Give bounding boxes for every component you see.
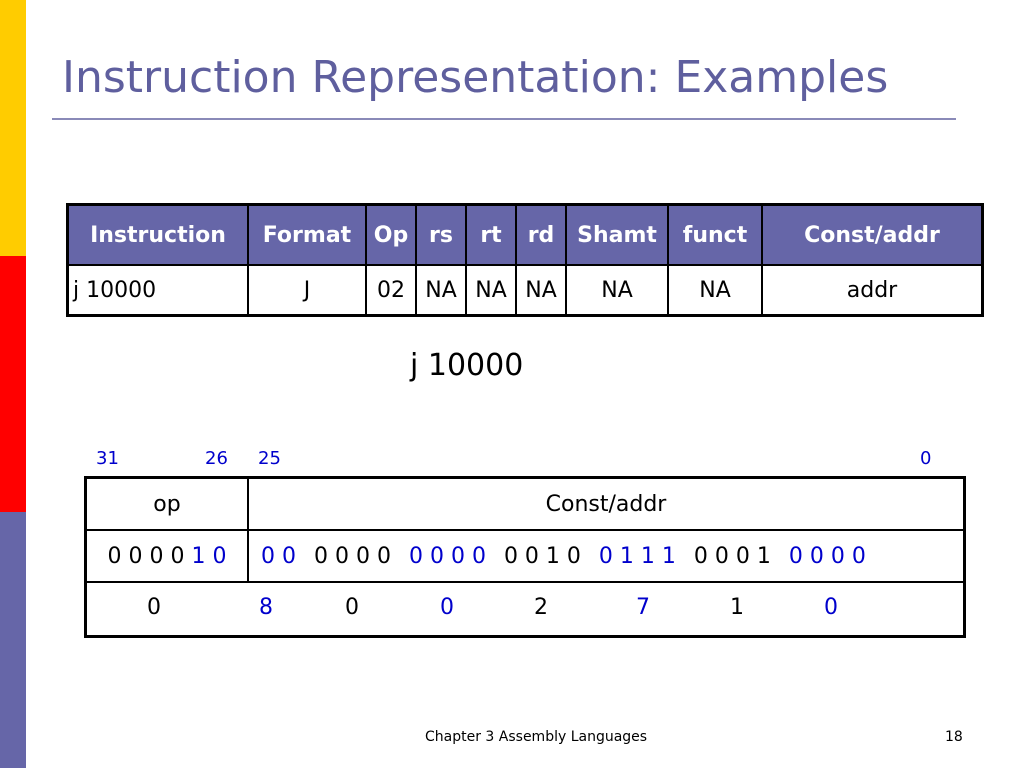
cell-format: J: [247, 264, 367, 317]
bit-number-25: 25: [258, 448, 281, 469]
addr-group-5: 0 1 1 1: [598, 543, 676, 569]
table-row: j 10000 J 02 NA NA NA NA NA addr: [66, 264, 984, 317]
hex-digit-3: 0: [345, 595, 359, 620]
header-rt: rt: [465, 203, 517, 266]
hex-cell: 0 8 0 0 2 7 1 0: [84, 581, 966, 638]
header-funct: funct: [667, 203, 763, 266]
cell-op: 02: [365, 264, 417, 317]
encoding-bits-row: 0 0 0 0 1 0 0 0 0 0 0 0 0 0 0 0 0 0 1 0 0 1 …: [84, 529, 966, 583]
title-underline: [52, 118, 956, 120]
instruction-example: j 10000: [410, 348, 524, 383]
encoding-field-row: op Const/addr: [84, 476, 966, 531]
header-rd: rd: [515, 203, 567, 266]
hex-digit-5: 2: [534, 595, 548, 620]
hex-digits: 0 8 0 0 2 7 1 0: [87, 583, 963, 635]
cell-funct: NA: [667, 264, 763, 317]
hex-digit-2: 8: [259, 595, 273, 620]
header-shamt: Shamt: [565, 203, 669, 266]
cell-rs: NA: [415, 264, 467, 317]
hex-digit-8: 0: [824, 595, 838, 620]
instruction-table: Instruction Format Op rs rt rd Shamt fun…: [66, 203, 984, 317]
addr-group-6: 0 0 0 1: [693, 543, 771, 569]
hex-digit-4: 0: [440, 595, 454, 620]
bit-number-26: 26: [205, 448, 228, 469]
slide-title: Instruction Representation: Examples: [62, 52, 889, 103]
encoding-hex-row: 0 8 0 0 2 7 1 0: [84, 581, 966, 638]
op-bits: 0 0 0 0 1 0: [84, 529, 249, 583]
cell-rd: NA: [515, 264, 567, 317]
hex-digit-1: 0: [147, 595, 161, 620]
side-bar-red: [0, 256, 26, 512]
op-bits-low: 1 0: [191, 543, 227, 569]
header-op: Op: [365, 203, 417, 266]
hex-digit-6: 7: [636, 595, 650, 620]
footer-chapter: Chapter 3 Assembly Languages: [425, 729, 648, 745]
bit-number-31: 31: [96, 448, 119, 469]
header-const-addr: Const/addr: [761, 203, 984, 266]
addr-group-2: 0 0 0 0: [314, 543, 391, 569]
field-const-addr: Const/addr: [247, 476, 966, 531]
cell-instruction: j 10000: [66, 264, 249, 317]
header-rs: rs: [415, 203, 467, 266]
side-bar-blue: [0, 512, 26, 768]
addr-group-1: 0 0: [261, 543, 296, 569]
hex-digit-7: 1: [730, 595, 744, 620]
cell-rt: NA: [465, 264, 517, 317]
cell-const-addr: addr: [761, 264, 984, 317]
field-op: op: [84, 476, 249, 531]
cell-shamt: NA: [565, 264, 669, 317]
instruction-table-header: Instruction Format Op rs rt rd Shamt fun…: [66, 203, 984, 266]
page-number: 18: [945, 729, 963, 745]
addr-group-3: 0 0 0 0: [408, 543, 486, 569]
header-instruction: Instruction: [66, 203, 249, 266]
addr-bits: 0 0 0 0 0 0 0 0 0 0 0 0 1 0 0 1 1 1 0 0 0 1 0 …: [247, 529, 966, 583]
bit-number-0: 0: [920, 448, 932, 469]
op-bits-high: 0 0 0 0: [107, 543, 185, 569]
addr-group-4: 0 0 1 0: [503, 543, 581, 569]
addr-group-7: 0 0 0 0: [788, 543, 866, 569]
side-bar-yellow: [0, 0, 26, 256]
header-format: Format: [247, 203, 367, 266]
